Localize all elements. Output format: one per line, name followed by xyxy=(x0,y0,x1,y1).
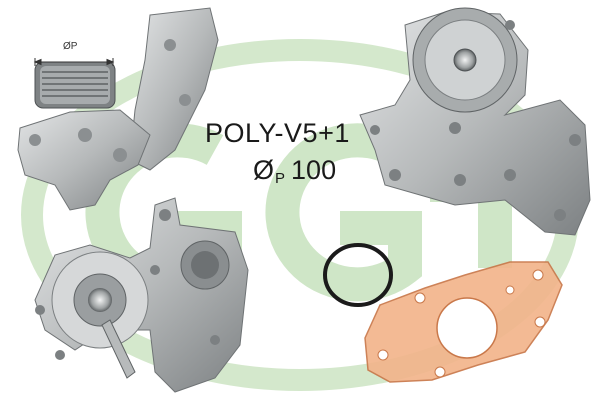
diameter-symbol: Ø xyxy=(253,155,275,185)
pulley-diameter-label: ØP xyxy=(63,41,78,52)
belt-spec-text: POLY-V5+1 xyxy=(205,118,350,148)
diameter-subscript: P xyxy=(275,170,286,187)
water-pump-pulley-view xyxy=(17,7,219,211)
water-pump-flange-view xyxy=(359,7,591,236)
water-pump-impeller-view xyxy=(34,197,249,393)
pulley-diameter-dimension xyxy=(33,58,115,66)
flange-gasket xyxy=(364,261,563,383)
pulley-diameter-spec: ØP 100 xyxy=(253,155,336,187)
o-ring-seal xyxy=(323,243,393,307)
diameter-value: 100 xyxy=(291,155,337,185)
